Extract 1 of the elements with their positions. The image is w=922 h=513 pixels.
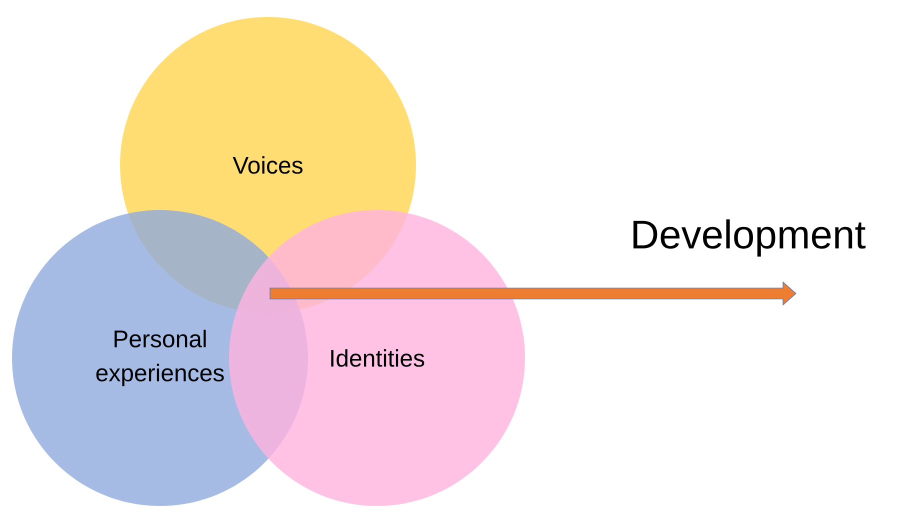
heading-label: Development — [633, 219, 866, 257]
